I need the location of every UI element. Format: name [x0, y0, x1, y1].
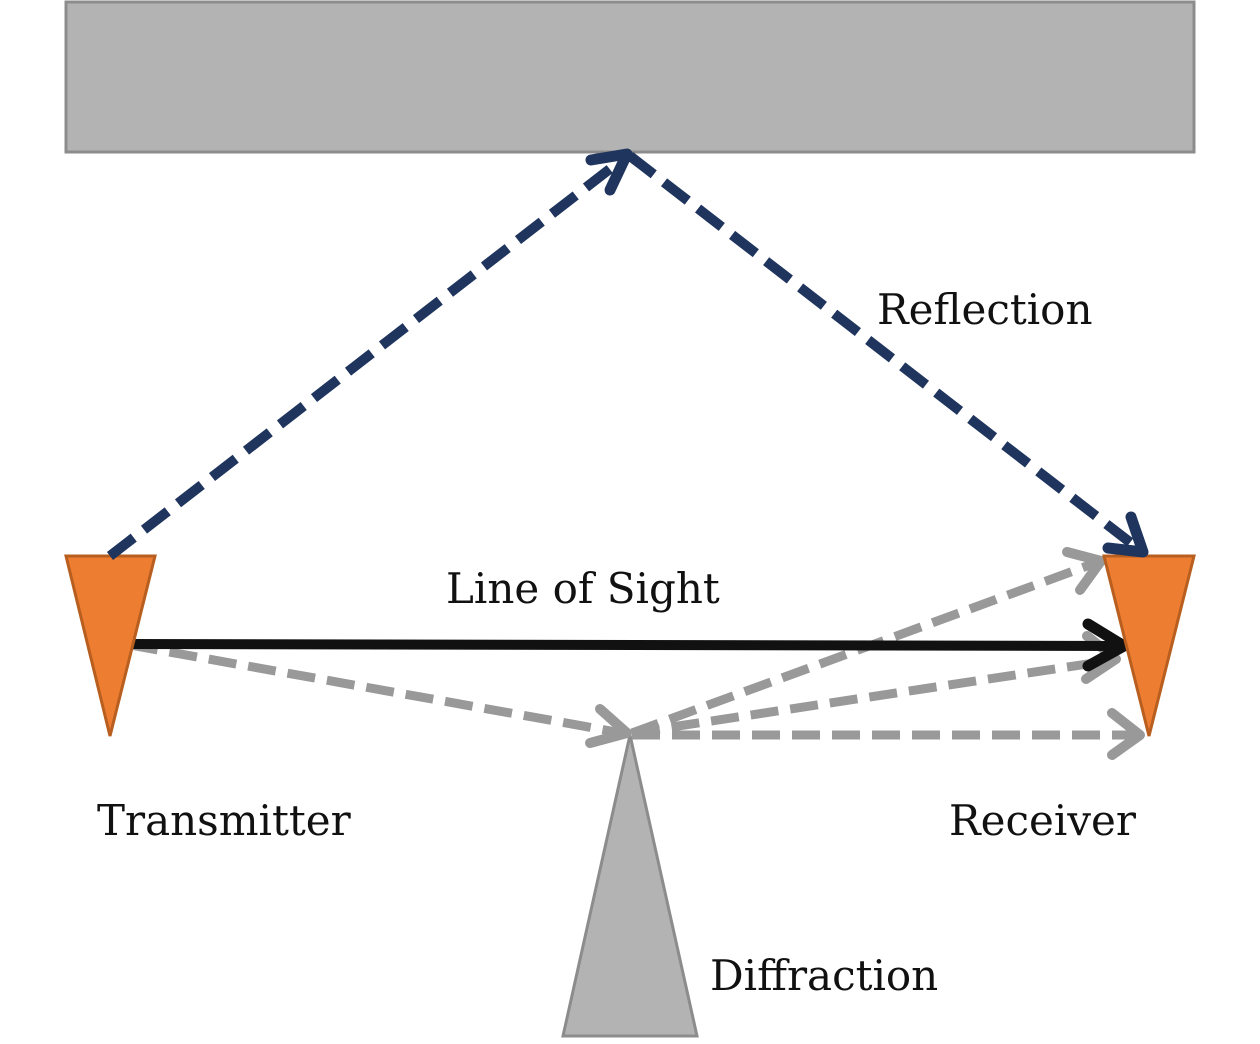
receiver-label: Receiver	[949, 796, 1137, 845]
arrowhead-diffraction-lower	[1107, 708, 1145, 760]
reflection-path	[106, 152, 1144, 560]
line-of-sight-path	[129, 639, 1123, 651]
transmitter-label: Transmitter	[97, 796, 352, 845]
diffraction-paths	[129, 557, 1136, 740]
reflection-path-reflected	[626, 152, 1144, 554]
arrowhead-line-of-sight	[1082, 618, 1130, 672]
arrowhead-diffraction-incoming	[585, 704, 632, 748]
reflection-arrowheads	[585, 148, 1149, 558]
arrowhead-reflection-wall	[585, 148, 633, 196]
diffraction-wedge-icon	[561, 734, 699, 1038]
diffraction-label: Diffraction	[710, 951, 938, 1000]
diffraction-path-middle	[631, 655, 1115, 738]
reflecting-wall	[64, 0, 1196, 154]
reflection-label: Reflection	[877, 285, 1093, 334]
reflection-path-incident	[106, 154, 628, 560]
arrowhead-diffraction-upper	[1062, 547, 1106, 595]
arrowhead-reflection-receiver	[1102, 511, 1149, 558]
receiver-antenna-icon	[1102, 554, 1196, 737]
diffraction-path-incoming	[129, 640, 623, 738]
line-of-sight-label: Line of Sight	[446, 564, 720, 613]
